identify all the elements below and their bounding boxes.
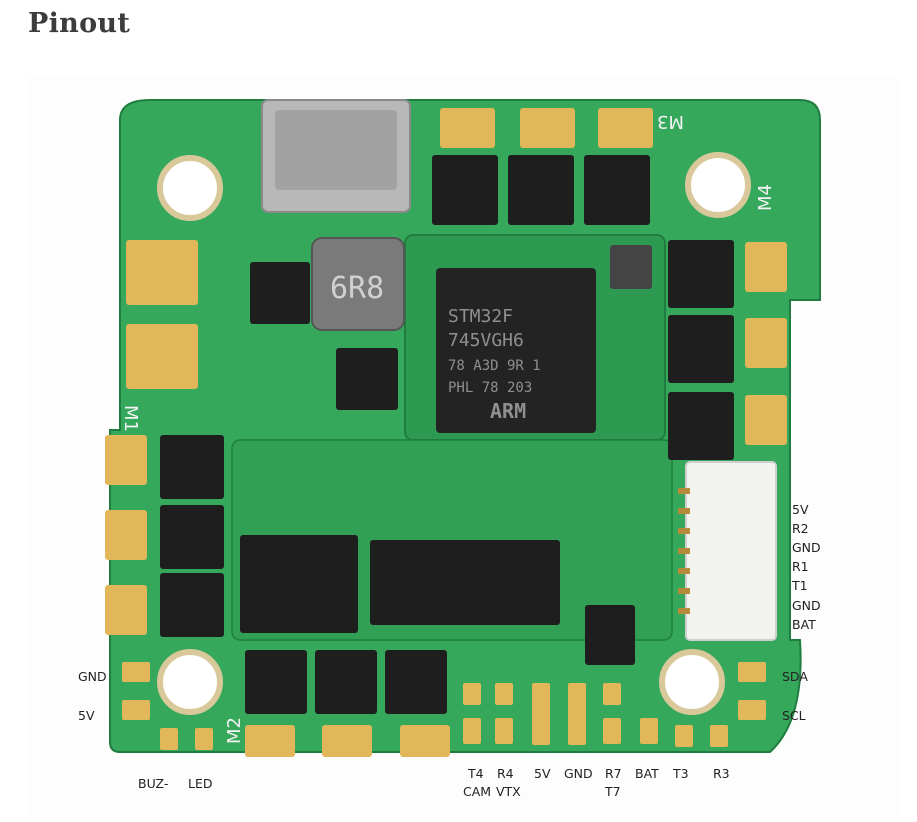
motor-label: M4 bbox=[755, 184, 776, 211]
pad-label-vtx: VTX bbox=[496, 784, 521, 799]
pad-label-t4: T4 bbox=[468, 766, 484, 781]
connector-pin-label: GND bbox=[792, 540, 821, 555]
pad-label-cam: CAM bbox=[463, 784, 492, 799]
mcu-chip bbox=[436, 268, 596, 433]
pad-label-sda: SDA bbox=[782, 669, 808, 684]
pad-label-5v-left: 5V bbox=[78, 708, 95, 723]
motor-label: M3 bbox=[657, 111, 684, 132]
pad-label-t7: T7 bbox=[605, 784, 621, 799]
pad-label-bat: BAT bbox=[635, 766, 659, 781]
pad-label-gnd-left: GND bbox=[78, 669, 107, 684]
connector-pin-label: R2 bbox=[792, 521, 809, 536]
mounting-hole bbox=[157, 152, 751, 715]
mcu-chip-text: PHL 78 203 bbox=[448, 380, 532, 396]
mcu-chip-text: 78 A3D 9R 1 bbox=[448, 358, 541, 374]
connector-pin-label: 5V bbox=[792, 502, 809, 517]
pad-label-5v: 5V bbox=[534, 766, 551, 781]
pad-label-gnd: GND bbox=[564, 766, 593, 781]
mcu-chip-text: STM32F bbox=[448, 306, 513, 327]
pad-label-r7: R7 bbox=[605, 766, 622, 781]
pad-label-t3: T3 bbox=[673, 766, 689, 781]
jst-connector bbox=[685, 461, 777, 641]
pad-label-scl: SCL bbox=[782, 708, 806, 723]
motor-label: M1 bbox=[120, 405, 141, 432]
connector-pin-label: BAT bbox=[792, 617, 816, 632]
pad-label-r4: R4 bbox=[497, 766, 514, 781]
connector-pin-label: GND bbox=[792, 598, 821, 613]
connector-pin-label: R1 bbox=[792, 559, 809, 574]
pad-label-led: LED bbox=[188, 776, 213, 791]
connector-pin-label: T1 bbox=[792, 578, 808, 593]
inductor bbox=[311, 237, 405, 331]
inductor-text: 6R8 bbox=[330, 271, 384, 306]
page-title: Pinout bbox=[28, 8, 131, 39]
mcu-chip-text: 745VGH6 bbox=[448, 330, 524, 351]
motor-label: M2 bbox=[224, 717, 245, 744]
mcu-chip-text: ARM bbox=[490, 399, 526, 423]
pad-label-buz: BUZ- bbox=[138, 776, 169, 791]
pad-label-r3: R3 bbox=[713, 766, 730, 781]
